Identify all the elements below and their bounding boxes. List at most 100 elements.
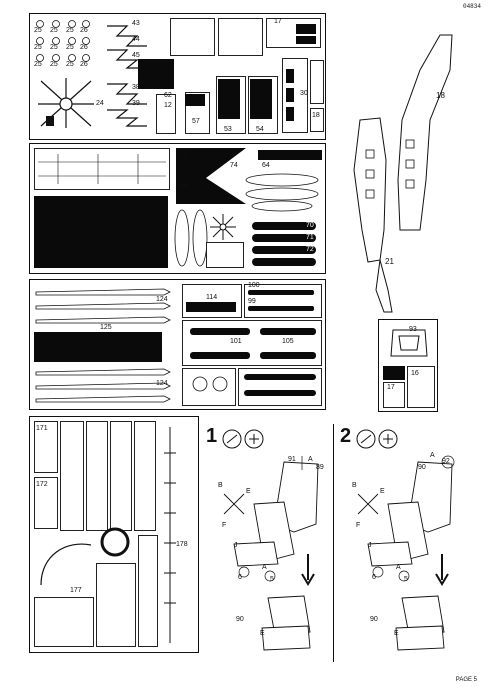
- part-label: 17: [274, 18, 282, 25]
- part-label: 17: [387, 384, 395, 391]
- part-label: 5: [404, 576, 408, 583]
- part-frame: [218, 18, 263, 56]
- part-label: 101: [230, 338, 242, 345]
- black-panel: [34, 332, 162, 362]
- part-frame: [34, 477, 58, 529]
- part-label: 45: [132, 52, 140, 59]
- fuselage-half-part: [34, 148, 170, 190]
- gauge-parts-icon: [192, 376, 228, 392]
- part-label: 91: [288, 456, 296, 463]
- sprue-frame-1: 25 25 25 26 25 25 25 26 25 25 25 26: [29, 13, 326, 140]
- part-label: E: [246, 488, 251, 495]
- black-panel: [286, 88, 294, 102]
- part-label: 16: [411, 370, 419, 377]
- black-panel: [296, 24, 316, 34]
- part-label: 177: [70, 587, 82, 594]
- part-label: A: [308, 456, 313, 463]
- part-label: 25: [34, 61, 42, 68]
- part-label: 44: [132, 36, 140, 43]
- black-panel: [383, 366, 405, 380]
- part-label: 178: [176, 541, 188, 548]
- glue-paint-icon: [222, 429, 264, 449]
- part-label: E: [380, 488, 385, 495]
- part-label: 105: [282, 338, 294, 345]
- part-label: E: [260, 630, 265, 637]
- part-frame: [110, 421, 132, 531]
- black-panel: [34, 196, 168, 268]
- part-label: B: [218, 482, 223, 489]
- part-frame: [182, 284, 242, 318]
- black-strip: [252, 258, 316, 266]
- black-strip: [252, 234, 316, 242]
- part-label: 25: [50, 44, 58, 51]
- completed-seat-drawing: [395, 595, 445, 651]
- part-label: 65: [180, 184, 188, 191]
- part-label: 74: [230, 162, 238, 169]
- step-number: 1: [206, 425, 218, 447]
- part-label: 93: [409, 326, 417, 333]
- part-label: 25: [50, 61, 58, 68]
- part-label: 25: [66, 61, 74, 68]
- black-panel: [138, 59, 174, 89]
- page-number: PAGE 5: [455, 677, 477, 683]
- fuselage-halves-illustration: [353, 34, 453, 313]
- part-label: 62: [164, 92, 172, 99]
- part-label: 25: [50, 27, 58, 34]
- part-label: 57: [192, 118, 200, 125]
- rotor-hub-icon: [38, 78, 94, 128]
- part-label: 26: [80, 61, 88, 68]
- document-code: 04834: [462, 3, 481, 10]
- assembly-step-1: 1 91 89 B A E F J 6 A 5 90 E: [204, 424, 332, 662]
- part-label: 38: [132, 84, 140, 91]
- part-label: 39: [132, 100, 140, 107]
- sprue-frame-2: 9 74 65 64 70 71 72: [29, 143, 326, 274]
- part-label: 64: [262, 162, 270, 169]
- part-frame: [60, 421, 84, 531]
- part-label: 90: [418, 464, 426, 471]
- part-frame: [310, 60, 324, 104]
- part-label: E: [394, 630, 399, 637]
- black-panel: [250, 79, 272, 119]
- part-label: F: [222, 522, 227, 529]
- black-strip: [252, 246, 316, 254]
- part-label: J: [368, 542, 372, 549]
- black-panel: [218, 79, 240, 119]
- part-label: 172: [36, 481, 48, 488]
- part-frame: [170, 18, 215, 56]
- step-number: 2: [340, 425, 352, 447]
- part-label: B: [352, 482, 357, 489]
- part-label: 21: [385, 257, 394, 266]
- part-label: 26: [80, 27, 88, 34]
- black-wedge-part: [176, 148, 246, 204]
- part-label: 92: [442, 458, 450, 465]
- sprue-frame-3: 124 125 124 114 100 99 101 105: [29, 279, 326, 410]
- sprue-frame-5: 93 17 16: [378, 319, 438, 412]
- part-label: 70: [306, 222, 314, 229]
- assembly-step-2: 2 90 92 B A E F J 6 A 5 90 E: [338, 424, 466, 662]
- black-panel: [258, 150, 322, 160]
- part-frame: [310, 108, 324, 132]
- part-label: A: [396, 564, 401, 571]
- blade-parts-icon: [174, 209, 208, 267]
- arrow-down-icon: [435, 554, 449, 586]
- glue-paint-icon: [356, 429, 398, 449]
- part-label: 25: [34, 44, 42, 51]
- rotor-blades-icon: [35, 368, 171, 403]
- black-panel: [286, 69, 294, 83]
- part-frame: [134, 421, 156, 531]
- part-label: 6: [372, 574, 376, 581]
- seat-part-icon: [390, 329, 428, 357]
- step-divider: [333, 424, 334, 662]
- part-label: 53: [224, 126, 232, 133]
- part-label: 26: [80, 44, 88, 51]
- part-label: 72: [306, 246, 314, 253]
- black-panel: [186, 302, 236, 312]
- black-strip: [190, 328, 250, 335]
- black-panel: [296, 36, 316, 44]
- part-label: 90: [370, 616, 378, 623]
- part-label: F: [356, 522, 361, 529]
- part-label: 25: [66, 44, 74, 51]
- black-strip: [260, 352, 316, 359]
- part-frame: [156, 94, 176, 134]
- part-frame: [182, 320, 322, 366]
